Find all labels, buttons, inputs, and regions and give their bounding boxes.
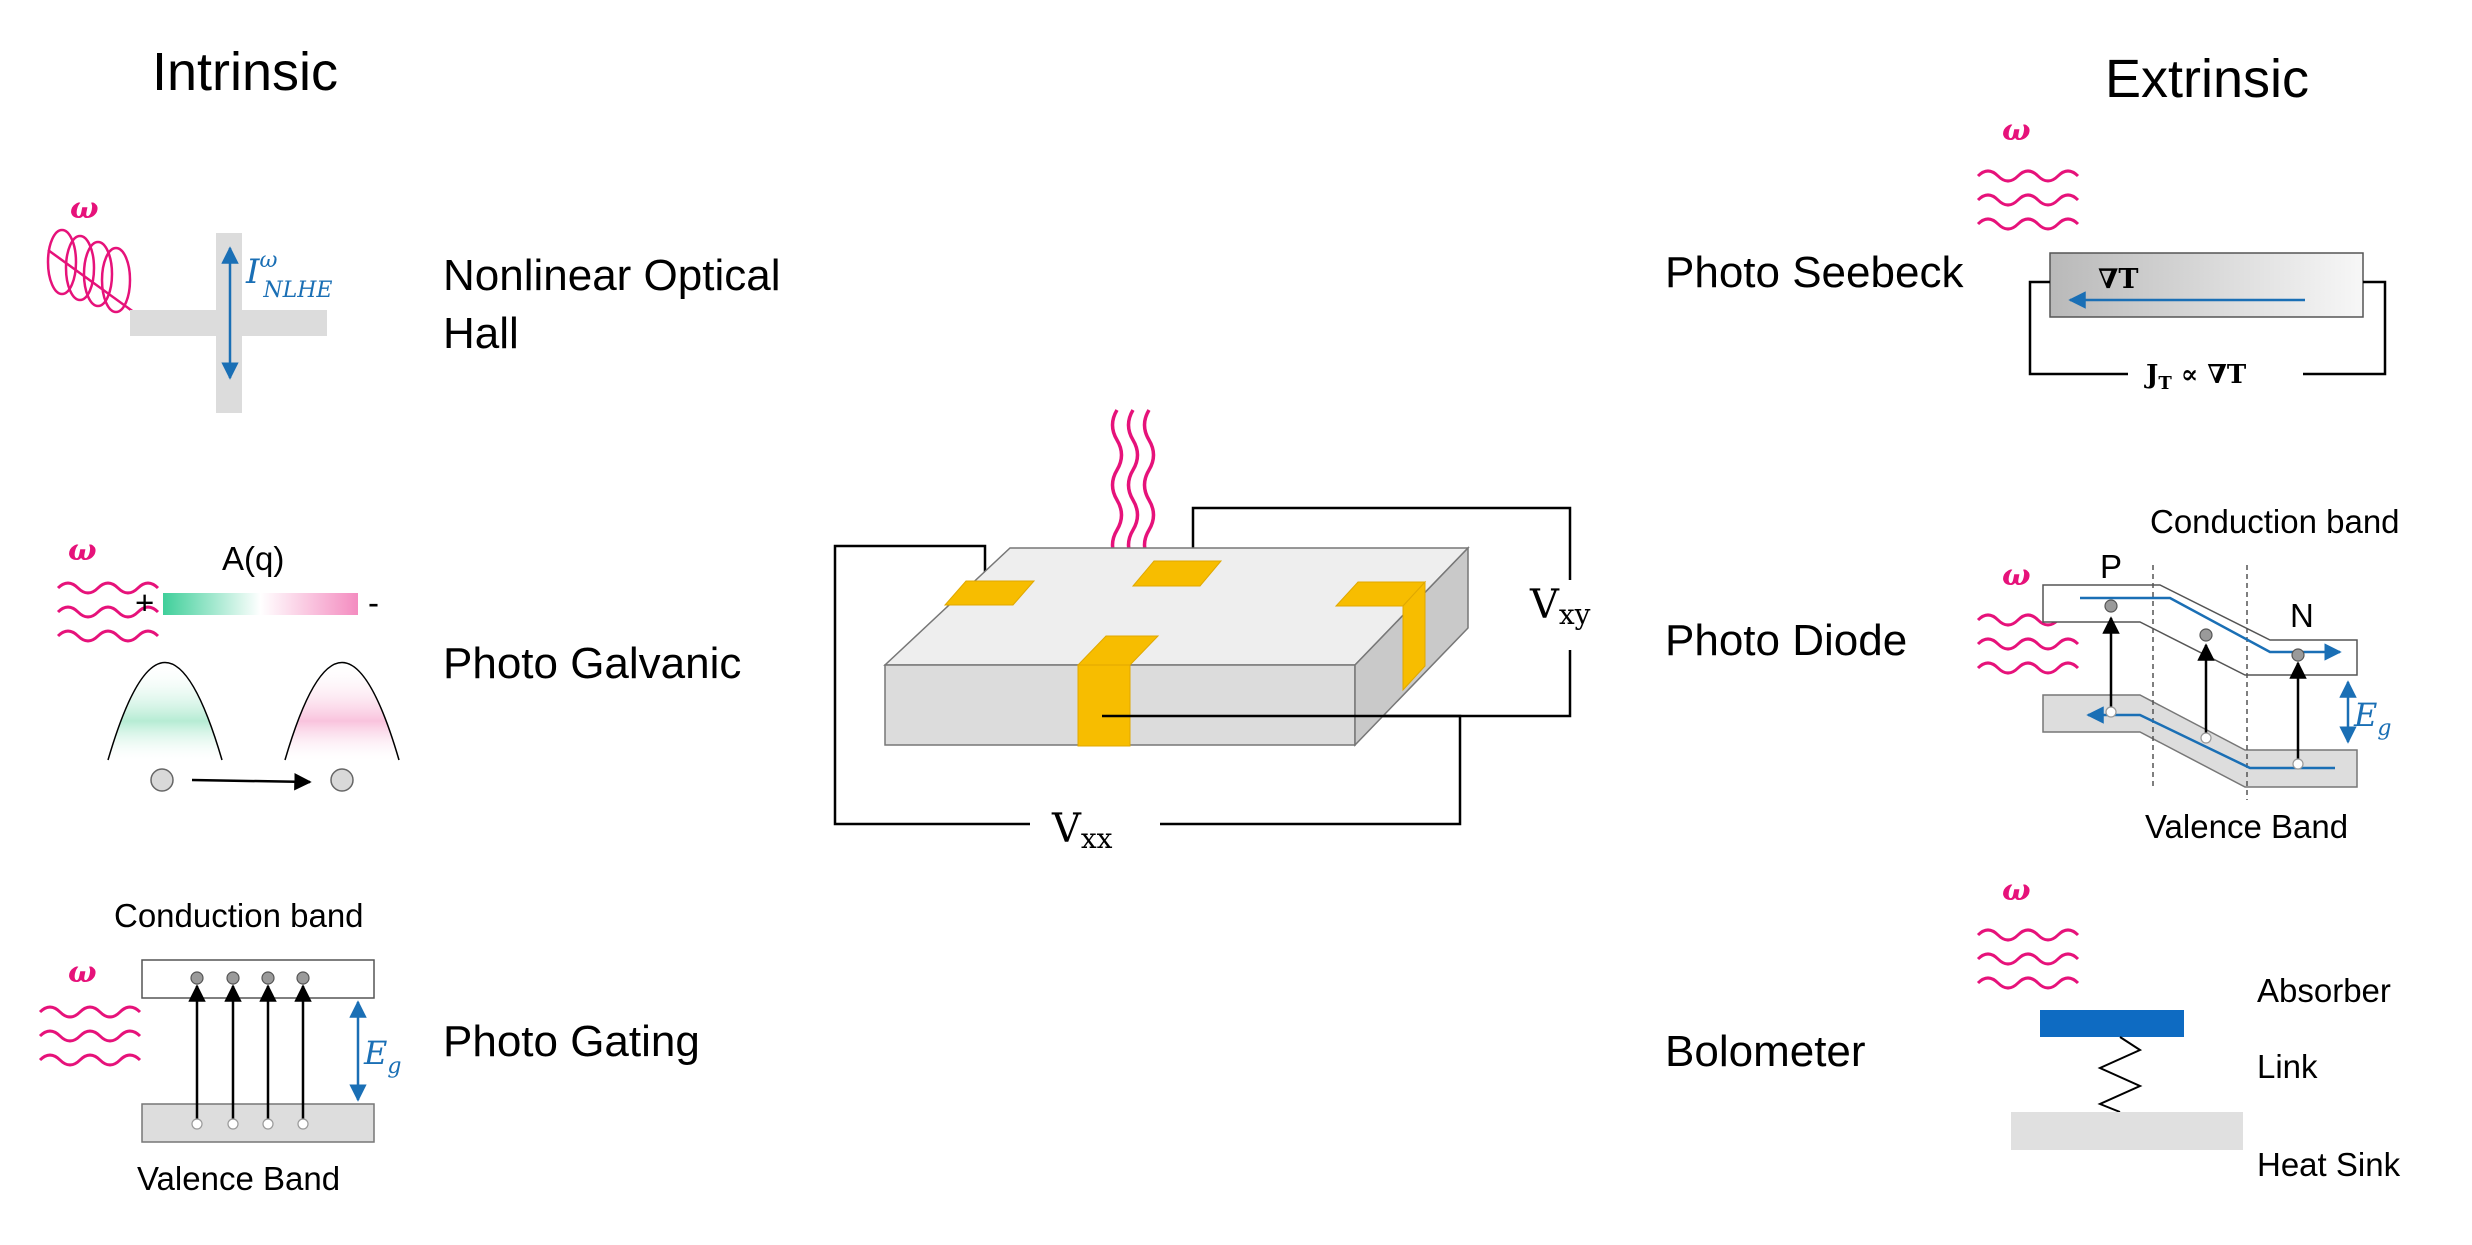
contact-pad-back xyxy=(1131,560,1223,587)
vxx-label: Vxx xyxy=(1051,806,1113,855)
valence-band-box xyxy=(141,1103,375,1143)
gradient-plus-sign: + xyxy=(135,584,154,621)
circular-light-icon xyxy=(46,228,143,320)
momentum-gradient-bar xyxy=(163,593,358,615)
gradient-minus-sign: - xyxy=(368,584,379,621)
nonlinear-optical-hall-label-line1: Nonlinear Optical xyxy=(443,251,781,300)
extrinsic-heading: Extrinsic xyxy=(2105,49,2309,109)
photo-galvanic-panel: ω A(q) + - Photo Galvanic xyxy=(56,533,741,792)
photo-galvanic-label: Photo Galvanic xyxy=(443,639,741,688)
band-gap-label: Eg xyxy=(363,1034,401,1079)
conduction-band-label: Conduction band xyxy=(114,897,364,934)
heat-sink-label: Heat Sink xyxy=(2257,1146,2401,1183)
contact-pad-right-side xyxy=(1402,580,1426,692)
valley-transfer-arrow xyxy=(191,772,312,791)
omega-symbol: ω xyxy=(2002,558,2031,593)
light-wave-icon xyxy=(56,581,160,643)
light-wave-icon xyxy=(1976,928,2080,990)
photo-gating-label: Photo Gating xyxy=(443,1017,700,1066)
p-region-label: P xyxy=(2100,548,2122,585)
omega-symbol: ω xyxy=(68,955,97,990)
excitation-arrows xyxy=(188,984,312,1120)
thermal-current-formula: JT ∝ ∇T xyxy=(2144,360,2247,394)
photo-seebeck-label: Photo Seebeck xyxy=(1665,248,1964,297)
thermal-link-spring xyxy=(2097,1036,2143,1113)
green-energy-valley xyxy=(107,661,223,761)
photo-seebeck-panel: Photo Seebeck ω ∇T JT ∝ ∇T xyxy=(1665,113,2387,394)
temperature-gradient-label: ∇T xyxy=(2098,264,2138,295)
photo-diode-panel: Conduction band Photo Diode ω P N Eg xyxy=(1665,503,2400,845)
heat-sink-block xyxy=(2011,1112,2243,1150)
diode-valence-band xyxy=(2042,694,2358,788)
diode-hole-dots xyxy=(2105,706,2304,770)
light-wave-icon xyxy=(1976,613,2080,675)
absorber-layer xyxy=(2040,1010,2184,1037)
bolometer-label: Bolometer xyxy=(1665,1027,1866,1076)
photo-gating-panel: Conduction band ω Eg Valence Band Photo … xyxy=(38,897,700,1197)
absorber-label: Absorber xyxy=(2257,972,2391,1009)
electron-flow-arrow xyxy=(2080,596,2342,661)
contact-pad-left xyxy=(943,580,1036,606)
omega-symbol: ω xyxy=(2002,113,2031,148)
n-region-label: N xyxy=(2290,597,2314,634)
center-device: Vxx Vxy xyxy=(833,409,1591,855)
omega-symbol: ω xyxy=(70,191,99,226)
electron-dots xyxy=(190,971,310,985)
hole-dots xyxy=(191,1118,309,1130)
omega-symbol: ω xyxy=(68,533,97,568)
vxy-label: Vxy xyxy=(1529,582,1591,631)
light-wave-icon xyxy=(38,1005,142,1067)
diode-excitation-arrows xyxy=(2102,616,2307,762)
diode-band-gap-label: Eg xyxy=(2353,696,2391,741)
diode-conduction-band-label: Conduction band xyxy=(2150,503,2400,540)
valence-band-label: Valence Band xyxy=(137,1160,340,1197)
photo-diode-label: Photo Diode xyxy=(1665,616,1907,665)
diode-electron-dots xyxy=(2104,599,2305,662)
intrinsic-heading: Intrinsic xyxy=(152,42,338,102)
conduction-band-box xyxy=(141,959,375,999)
seebeck-circuit-wire xyxy=(2028,280,2387,376)
diode-valence-band-label: Valence Band xyxy=(2145,808,2348,845)
nonlinear-optical-hall-label-line2: Hall xyxy=(443,309,519,358)
hall-bar xyxy=(130,233,327,413)
omega-symbol: ω xyxy=(2002,873,2031,908)
pink-energy-valley xyxy=(284,661,400,761)
gradient-title: A(q) xyxy=(222,540,284,577)
light-wave-icon xyxy=(1976,169,2080,231)
bolometer-panel: ω Bolometer Absorber Link Heat Sink xyxy=(1665,873,2401,1183)
electron-dot xyxy=(150,768,174,792)
contact-pad-front-face xyxy=(1077,664,1131,747)
seebeck-sample-bar xyxy=(2049,252,2364,318)
link-label: Link xyxy=(2257,1048,2318,1085)
electron-dot xyxy=(330,768,354,792)
